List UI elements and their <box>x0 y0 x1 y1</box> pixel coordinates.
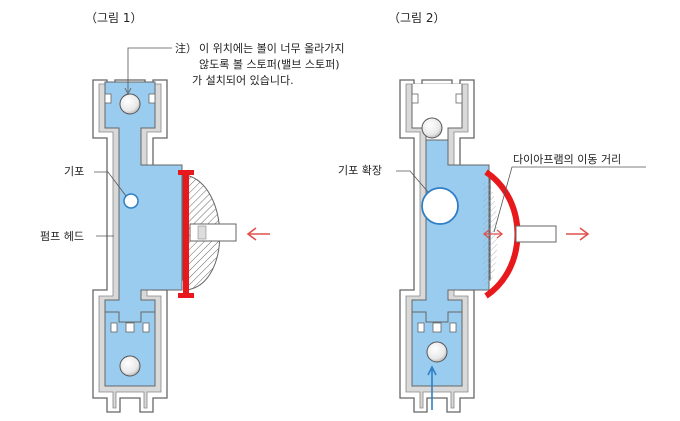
figure-1-caption: （그림 1） <box>85 11 143 25</box>
valve-ball-top-2 <box>421 117 443 139</box>
figure-2: （그림 2） <box>338 11 646 413</box>
piston-rod-1 <box>189 223 237 242</box>
pump-body-1 <box>92 79 184 413</box>
inflow-arrow-icon <box>427 365 437 410</box>
pump-head-label: 펌프 헤드 <box>40 230 84 243</box>
valve-ball-bottom-2 <box>426 341 448 363</box>
note-mark: 注） <box>175 41 197 55</box>
travel-arrow-icon <box>482 229 504 239</box>
pull-arrow-icon <box>566 227 590 241</box>
figure-2-caption: （그림 2） <box>388 11 446 25</box>
note-line-2: 않도록 볼 스토퍼(밸브 스토퍼) <box>199 58 340 71</box>
valve-ball-top-1 <box>119 93 141 115</box>
figure-1: （그림 1） <box>40 11 345 413</box>
bubble-2 <box>421 187 459 225</box>
bubble-1 <box>123 193 139 209</box>
valve-ball-bottom-1 <box>119 355 141 377</box>
diaphragm-1 <box>183 173 189 297</box>
liquid-1 <box>104 81 183 387</box>
note-line-1: 이 위치에는 볼이 너무 올라가지 <box>199 42 345 55</box>
bubble-label-1: 기포 <box>64 165 84 178</box>
bubble-label-2: 기포 확장 <box>338 164 382 177</box>
diaphragm-travel-label: 다이아프램의 이동 거리 <box>513 153 621 166</box>
piston-rod-2 <box>515 225 557 243</box>
pump-body-2 <box>399 79 491 413</box>
push-arrow-icon <box>246 227 270 241</box>
note-line-3: 가 설치되어 있습니다. <box>192 74 294 87</box>
note-leader-1 <box>127 47 172 92</box>
